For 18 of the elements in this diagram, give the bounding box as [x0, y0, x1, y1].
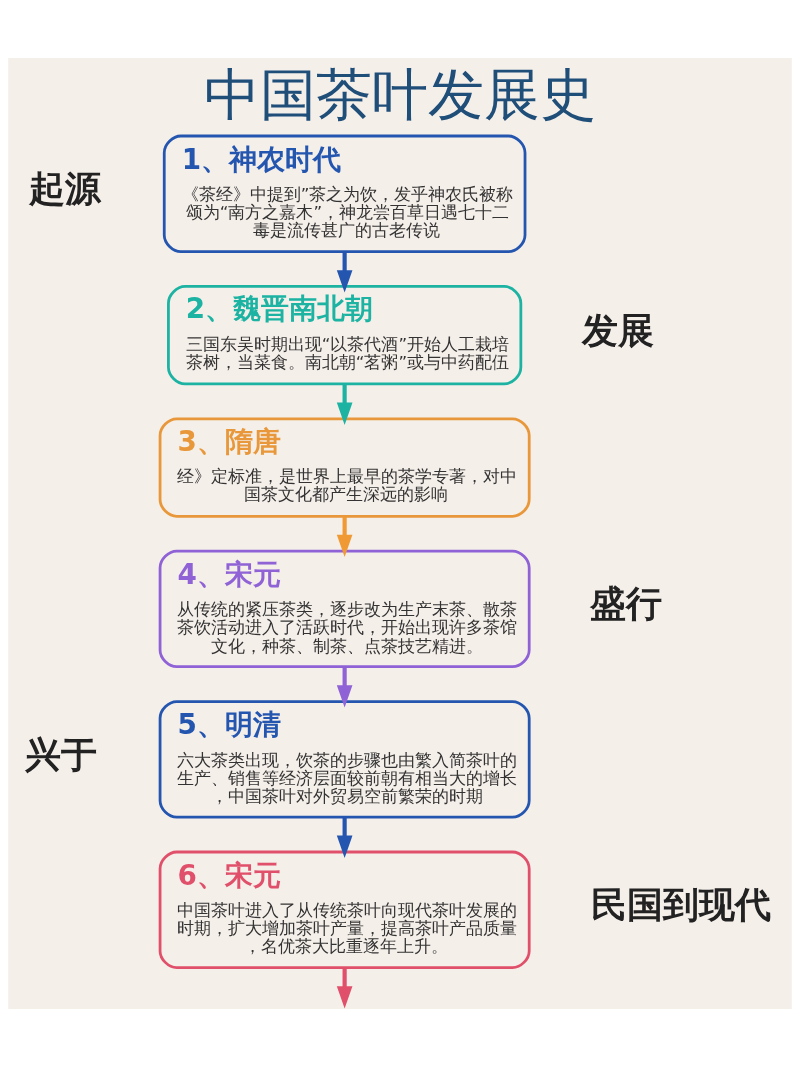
node-label: 发展	[582, 308, 655, 352]
node-label: 起源	[29, 167, 102, 211]
arrow	[336, 666, 353, 708]
diagram-title: 中国茶叶发展史	[204, 61, 596, 127]
node-label: 盛行	[590, 582, 663, 626]
arrow	[336, 252, 353, 293]
arrow	[336, 516, 353, 557]
arrow	[336, 817, 353, 858]
node-label: 兴于	[24, 732, 97, 776]
arrow	[336, 967, 353, 1009]
node-box: 5、明清 六大茶类出现，饮茶的步骤也由繁入简茶叶的生产、销售等经济层面较前朝有相当大的增长，中国茶叶对外贸易空前繁荣的时期	[158, 700, 531, 819]
node-box: 2、魏晋南北朝 三国东吴时期出现“以茶代酒”开始人工栽培茶树，当菜食。南北朝“茗粥”或与中药配伍	[167, 285, 523, 386]
node-box: 6、宋元 中国茶叶进入了从传统茶叶向现代茶叶发展的时期，扩大增加茶叶产量，提高茶叶产品质量，名优茶大比重逐年上升。	[158, 850, 531, 969]
arrow	[336, 384, 353, 425]
node-label: 民国到现代	[591, 883, 772, 927]
node-box: 3、隋唐 经》定标准，是世界上最早的茶学专著，对中国茶文化都产生深远的影响	[158, 417, 531, 518]
node-box: 1、神农时代 《茶经》中提到”茶之为饮，发乎神农氏被称颂为“南方之嘉木”，神龙尝百草日遇七十二毒是流传甚广的古老传说	[162, 134, 527, 253]
node-box: 4、宋元 从传统的紧压茶类，逐步改为生产末茶、散茶茶饮活动进入了活跃时代，开始出现许多茶馆文化，种茶、制茶、点茶技艺精进。	[158, 549, 531, 669]
